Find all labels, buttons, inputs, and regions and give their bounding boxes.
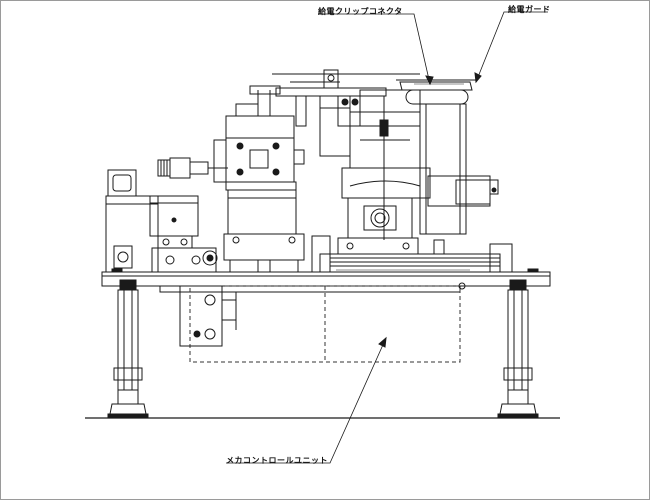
label-mecha-control-unit: メカコントロールユニット <box>226 456 328 465</box>
leg-right <box>497 279 539 419</box>
guard-cylinder <box>396 79 499 235</box>
leader-lines <box>226 11 548 464</box>
label-power-guard: 給電ガード <box>508 5 551 14</box>
mecha-control-unit-outline <box>189 285 461 363</box>
label-clip-connector: 給電クリップコネクタ <box>318 7 403 16</box>
stage-block-left <box>213 85 305 273</box>
left-bracket-assembly <box>105 169 237 347</box>
leg-left <box>107 279 149 419</box>
feed-rail <box>311 235 513 290</box>
right-column <box>330 89 431 255</box>
micrometer-head <box>157 157 228 179</box>
